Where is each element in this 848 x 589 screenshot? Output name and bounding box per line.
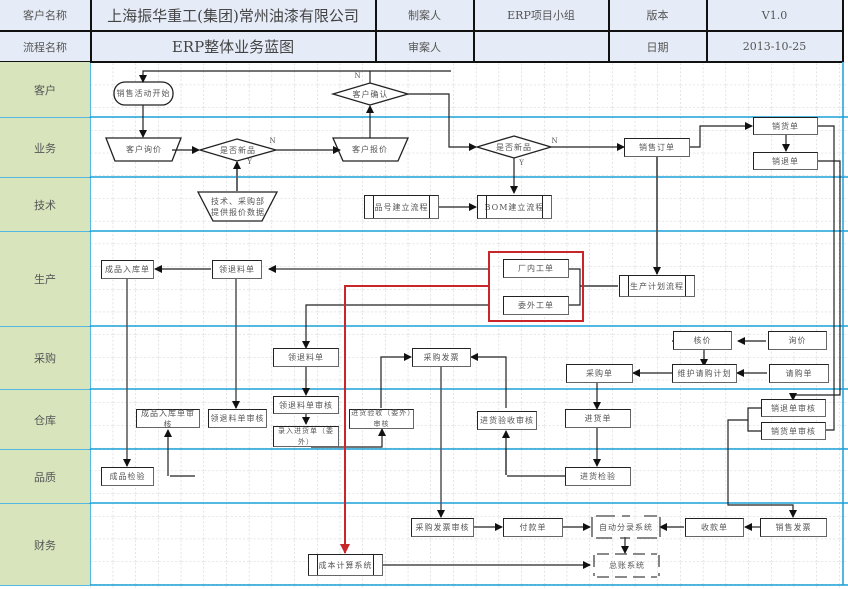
lane-dividers [0, 62, 848, 586]
node-is-new-product-1[interactable]: 是否新品 [220, 145, 256, 155]
header-customer-label: 客户名称 [0, 0, 90, 30]
node-purchase-order[interactable]: 采购单 [566, 364, 633, 383]
header-col-divider [608, 0, 610, 62]
connector [569, 268, 581, 306]
edge-label-n: N [551, 136, 559, 145]
header-process-value: ERP整体业务蓝图 [91, 31, 375, 62]
manual-op-tech-purchase-data[interactable] [196, 191, 279, 222]
header-bottom-divider [0, 61, 842, 63]
edge-label-n: N [354, 71, 362, 80]
node-maintain-purchase-plan[interactable]: 维护请购计划 [672, 364, 737, 383]
header-customer-value: 上海振华重工(集团)常州油漆有限公司 [91, 0, 375, 30]
node-finished-goods-receipt[interactable]: 成品入库单 [101, 260, 154, 279]
node-receipt-note[interactable]: 收款单 [685, 518, 744, 537]
node-incoming-inspection[interactable]: 进货检验 [565, 467, 631, 486]
lane-technology: 技术 [0, 178, 90, 231]
connector [690, 122, 753, 148]
highlight-connector [340, 285, 489, 554]
lane-purchasing: 采购 [0, 327, 90, 389]
header-row-divider [0, 30, 842, 32]
lane-warehouse: 仓库 [0, 390, 90, 449]
header-col-divider [842, 0, 844, 62]
connector [470, 353, 507, 408]
lane-production: 生产 [0, 232, 90, 326]
node-verify[interactable]: 核价 [673, 331, 732, 350]
node-sales-return-review[interactable]: 销退单审核 [761, 399, 826, 417]
header-col-divider [473, 0, 475, 62]
node-delivery-review[interactable]: 销货单审核 [761, 422, 826, 440]
node-delivery-note[interactable]: 销货单 [753, 117, 818, 135]
node-sales-invoice[interactable]: 销售发票 [760, 518, 827, 537]
connector [818, 125, 835, 434]
connectors [123, 70, 841, 569]
header-date-value: 2013-10-25 [707, 31, 842, 62]
node-is-new-product-2[interactable]: 是否新品 [496, 142, 532, 152]
general-ledger-frame [593, 553, 660, 578]
connector [380, 353, 412, 408]
connector [408, 93, 477, 151]
node-customer-confirm[interactable]: 客户确认 [352, 89, 389, 99]
node-material-requisition-2[interactable]: 领退料单 [273, 348, 339, 367]
node-purchase-invoice-review[interactable]: 采购发票审核 [411, 518, 474, 537]
header-process-label: 流程名称 [0, 31, 90, 62]
node-receipt-inspection-outsourced[interactable]: 进货验收（委外）审核 [349, 409, 414, 429]
shapes [105, 81, 554, 222]
connector [302, 304, 490, 349]
dashed-system-boxes [591, 515, 661, 578]
node-payment-note[interactable]: 付款单 [503, 518, 563, 537]
node-bom-flow[interactable]: BOM建立流程 [477, 195, 552, 219]
node-requisition-review-1[interactable]: 领退料单审核 [208, 409, 267, 428]
node-production-plan-flow[interactable]: 生产计划流程 [619, 275, 695, 297]
edge-label-y: Y [519, 158, 525, 167]
header-version-label: 版本 [609, 0, 706, 30]
node-inquiry[interactable]: 询价 [768, 331, 827, 350]
node-receipt-inspection-review[interactable]: 进货验收审核 [477, 411, 537, 430]
header-author-label: 制案人 [376, 0, 473, 30]
node-sales-return[interactable]: 销退单 [753, 152, 818, 170]
manual-op-customer-inquiry[interactable] [105, 137, 182, 162]
node-goods-receipt[interactable]: 进货单 [565, 409, 631, 428]
node-outsourced-work-order[interactable]: 委外工单 [503, 296, 569, 315]
node-requisition-review-2[interactable]: 领退料单审核 [273, 396, 339, 414]
connector [789, 160, 841, 401]
header-col-divider [375, 0, 377, 62]
header-date-label: 日期 [609, 31, 706, 62]
header-reviewer-value [474, 31, 608, 62]
node-general-ledger[interactable]: 总账系统 [609, 561, 645, 570]
header-col-divider [90, 0, 92, 62]
node-finished-receipt-review[interactable]: 成品入库单审核 [136, 409, 200, 429]
connector [727, 419, 797, 518]
edge-label-n: N [269, 136, 277, 145]
node-auto-posting-system[interactable]: 自动分录系统 [599, 523, 653, 532]
header-author-value: ERP项目小组 [474, 0, 608, 30]
node-sales-start[interactable]: 销售活动开始 [116, 89, 171, 98]
node-enter-receipt-outsourced[interactable]: 录入进货单（委外） [273, 426, 339, 447]
work-order-highlight-box [488, 251, 584, 322]
node-purchase-request[interactable]: 请购单 [769, 364, 829, 383]
lane-finance: 财务 [0, 504, 90, 585]
node-customer-inquiry[interactable]: 客户询价 [126, 145, 162, 154]
connector [311, 428, 386, 448]
node-customer-quote[interactable]: 客户报价 [352, 145, 388, 154]
lane-business: 业务 [0, 118, 90, 177]
edge-label-y: Y [247, 157, 253, 166]
node-material-requisition-1[interactable]: 领退料单 [212, 260, 262, 279]
node-sales-order[interactable]: 销售订单 [624, 138, 690, 157]
lane-customer: 客户 [0, 62, 90, 117]
node-in-house-work-order[interactable]: 厂内工单 [503, 259, 569, 278]
lane-quality: 品质 [0, 450, 90, 503]
node-cost-calc-system[interactable]: 成本计算系统 [308, 554, 383, 576]
node-finished-inspection[interactable]: 成品检验 [101, 467, 154, 486]
header-version-value: V1.0 [707, 0, 842, 30]
header-reviewer-label: 审案人 [376, 31, 473, 62]
node-part-number-flow[interactable]: 品号建立流程 [364, 195, 439, 219]
connector [139, 70, 451, 83]
header-col-divider [706, 0, 708, 62]
node-purchase-invoice[interactable]: 采购发票 [412, 348, 471, 367]
auto-posting-frame [591, 515, 661, 539]
node-tech-purchase-data[interactable]: 技术、采购部提供报价数据 [211, 196, 265, 217]
